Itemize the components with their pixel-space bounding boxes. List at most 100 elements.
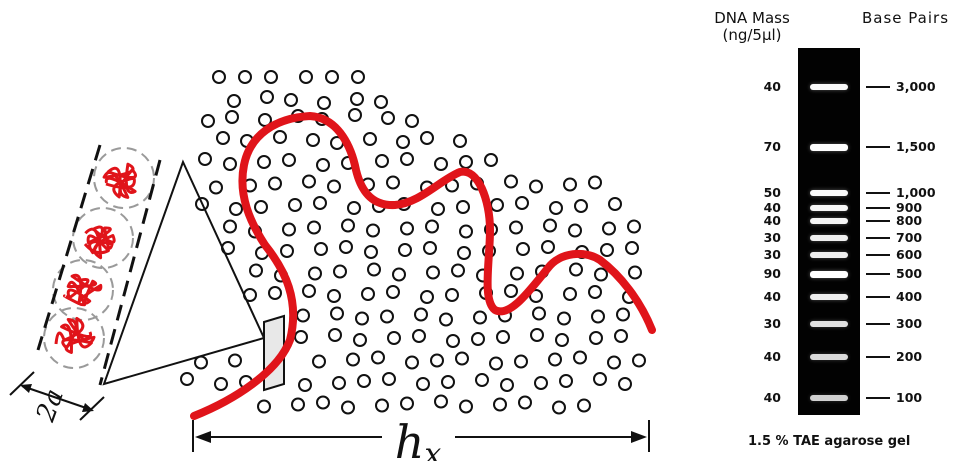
obstacle-circle	[282, 153, 296, 167]
obstacle-circle	[627, 219, 641, 234]
obstacle-circle	[490, 198, 504, 212]
obstacle-circle	[563, 287, 577, 301]
obstacle-circle	[392, 267, 406, 282]
obstacle-circle	[600, 243, 614, 257]
obstacle-circle	[201, 114, 215, 128]
gel-band	[810, 321, 848, 327]
polymer-chain	[190, 111, 656, 420]
obstacle-circle	[473, 310, 487, 325]
obstacle-circle	[332, 376, 346, 390]
band-tick	[866, 192, 890, 194]
band-mass-label: 30	[763, 230, 781, 245]
gel-band	[810, 205, 848, 211]
band-bp-label: 900	[896, 200, 923, 215]
obstacle-circle	[510, 266, 524, 281]
obstacle-circle	[549, 201, 563, 215]
obstacle-circle	[227, 94, 241, 108]
obstacle-circle	[445, 288, 459, 302]
obstacle-circle	[496, 330, 510, 344]
obstacle-circle	[555, 333, 569, 347]
obstacle-circle	[268, 176, 282, 191]
obstacle-circle	[347, 201, 361, 215]
obstacle-circle	[588, 175, 602, 190]
obstacle-circle	[257, 399, 271, 414]
band-tick	[866, 86, 890, 88]
obstacle-circle	[557, 311, 571, 326]
gel-band	[810, 271, 848, 278]
obstacle-circle	[294, 330, 308, 344]
obstacle-circle	[420, 290, 434, 304]
obstacle-circle	[254, 200, 268, 214]
mass-header-line1: DNA Mass	[714, 9, 790, 27]
obstacle-circle	[518, 395, 532, 410]
obstacle-circle	[367, 262, 381, 277]
obstacle-circle	[434, 394, 448, 409]
obstacle-circle	[273, 130, 287, 144]
obstacle-circle	[593, 372, 607, 386]
obstacle-circle	[225, 110, 239, 124]
blob-chain	[43, 147, 155, 369]
obstacle-circle	[327, 179, 341, 194]
obstacle-circle	[616, 307, 630, 322]
obstacle-circle	[386, 285, 400, 299]
gel-band	[810, 218, 848, 224]
obstacle-circle	[534, 376, 548, 390]
band-bp-label: 1,500	[896, 139, 936, 154]
obstacle-circle	[577, 398, 591, 413]
obstacle-circle	[559, 374, 573, 388]
obstacle-circle	[314, 242, 328, 256]
band-bp-label: 1,000	[896, 185, 936, 200]
obstacle-circle	[396, 135, 410, 149]
obstacle-circle	[608, 197, 622, 211]
obstacle-circle	[355, 311, 369, 326]
dimension-hx: hx	[192, 415, 650, 461]
obstacle-circle	[341, 218, 355, 233]
obstacle-circle	[307, 220, 321, 235]
obstacle-circle	[380, 309, 394, 324]
obstacle-circle	[216, 131, 230, 145]
band-bp-label: 3,000	[896, 79, 936, 94]
obstacle-circle	[568, 223, 582, 238]
obstacle-circle	[574, 199, 588, 213]
obstacle-circle	[530, 328, 544, 342]
obstacle-circle	[298, 378, 312, 392]
obstacle-circle	[426, 265, 440, 280]
band-tick	[866, 273, 890, 275]
band-tick	[866, 237, 890, 239]
obstacle-circle	[459, 399, 473, 414]
band-tick	[866, 220, 890, 222]
gel-band	[810, 235, 848, 241]
obstacle-circle	[543, 218, 557, 233]
hx-subscript: x	[424, 437, 441, 461]
obstacle-circle	[363, 132, 377, 146]
band-mass-label: 70	[763, 139, 781, 154]
obstacle-circle	[223, 219, 237, 234]
obstacle-circle	[515, 196, 529, 210]
obstacle-circle	[456, 200, 470, 214]
obstacle-circle	[618, 377, 632, 391]
obstacle-circle	[299, 70, 313, 84]
obstacle-circle	[330, 306, 344, 321]
obstacle-circle	[446, 334, 460, 348]
band-bp-label: 500	[896, 266, 923, 281]
obstacle-circle	[238, 70, 252, 84]
obstacle-circle	[573, 350, 587, 365]
blob-coil	[102, 162, 138, 199]
obstacle-circle	[591, 309, 605, 324]
band-mass-label: 40	[763, 79, 781, 94]
band-bp-label: 400	[896, 289, 923, 304]
obstacle-circle	[453, 134, 467, 148]
obstacle-circle	[296, 308, 310, 323]
obstacle-circle	[489, 356, 503, 371]
obstacle-circle	[529, 179, 543, 194]
obstacle-circle	[268, 286, 282, 300]
blob-outline	[93, 147, 155, 209]
gel-band	[810, 395, 848, 401]
obstacle-circle	[457, 246, 471, 260]
band-bp-label: 600	[896, 247, 923, 262]
band-mass-label: 50	[763, 185, 781, 200]
band-mass-label: 40	[763, 213, 781, 228]
obstacle-circle	[280, 244, 294, 258]
band-tick	[866, 207, 890, 209]
obstacle-circle	[425, 219, 439, 234]
